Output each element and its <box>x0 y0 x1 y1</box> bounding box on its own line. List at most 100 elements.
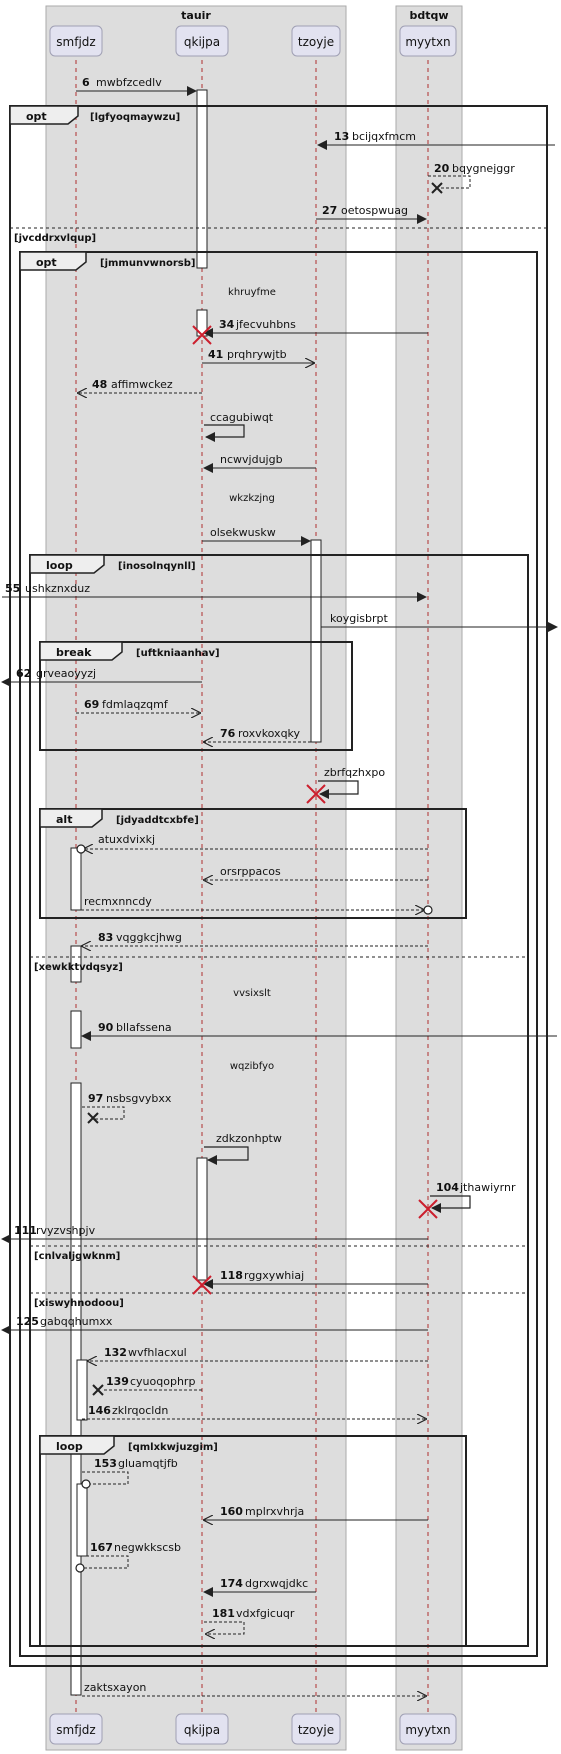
fragment-keyword: break <box>56 646 92 659</box>
delay-text: wkzkzjng <box>229 493 275 504</box>
else-jvcddrxvlqup: [jvcddrxvlqup] <box>10 227 547 244</box>
destroy-mark <box>192 325 212 345</box>
message-bllafssena: 90 bllafssena <box>81 1021 557 1041</box>
message-label: gabqqhumxx <box>40 1315 113 1328</box>
group-bdtqw: bdtqw <box>395 5 463 1751</box>
message-prqhrywjtb: 41 prqhrywjtb <box>202 348 314 363</box>
message-label: dgrxwqjdkc <box>245 1577 308 1590</box>
message-label: koygisbrpt <box>330 612 388 625</box>
message-number: 69 <box>84 698 99 711</box>
destroy-mark <box>431 182 443 194</box>
fragment-guard: [uftkniaanhav] <box>136 648 220 659</box>
message-jfecvuhbns: 34 jfecvuhbns <box>192 318 428 345</box>
fragment-break-uftkniaanhav: break [uftkniaanhav] <box>39 641 353 751</box>
message-label: ccagubiwqt <box>210 411 274 424</box>
message-label: gluamqtjfb <box>118 1457 178 1470</box>
message-label: mplrxvhrja <box>245 1505 304 1518</box>
message-koygisbrpt: koygisbrpt <box>321 612 558 632</box>
activation-bar <box>196 89 208 269</box>
message-jthawiyrnr: 104 jthawiyrnr <box>418 1181 516 1219</box>
fragment-keyword: loop <box>56 1440 83 1453</box>
message-label: jthawiyrnr <box>459 1181 516 1194</box>
participant-tzoyje-footer[interactable]: tzoyje <box>291 1713 341 1745</box>
message-nsbsgvybxx: 97 nsbsgvybxx <box>82 1092 172 1124</box>
message-label: prqhrywjtb <box>227 348 287 361</box>
lost-found-circle <box>423 905 433 915</box>
message-ncwvjdujgb: ncwvjdujgb <box>203 453 316 473</box>
participant-smfjdz[interactable]: smfjdz <box>49 25 103 57</box>
destroy-mark <box>92 1384 104 1396</box>
message-label: recmxnncdy <box>84 895 152 908</box>
message-number: 160 <box>220 1505 243 1518</box>
message-atuxdvixkj: atuxdvixkj <box>76 833 428 853</box>
message-label: affimwckez <box>111 378 173 391</box>
message-label: fdmlaqzqmf <box>102 698 169 711</box>
message-label: roxvkoxqky <box>238 727 301 740</box>
destroy-mark <box>418 1199 438 1219</box>
message-roxvkoxqky: 76 roxvkoxqky <box>204 727 311 742</box>
message-number: 111 <box>14 1224 37 1237</box>
message-label: bqygnejggr <box>452 162 515 175</box>
delay-vvsixslt: vvsixslt <box>233 988 271 999</box>
message-oetospwuag: 27 oetospwuag <box>316 204 427 224</box>
message-number: 20 <box>434 162 450 175</box>
message-number: 13 <box>334 130 349 143</box>
message-number: 181 <box>212 1607 235 1620</box>
message-label: vqggkcjhwg <box>116 931 182 944</box>
message-number: 76 <box>220 727 236 740</box>
destroy-mark <box>87 1112 99 1124</box>
group-tauir: tauir <box>45 5 347 1751</box>
lost-found-circle <box>81 1479 91 1489</box>
message-number: 125 <box>16 1315 39 1328</box>
else-xewkktvdqsyz: [xewkktvdqsyz] <box>30 956 528 973</box>
message-bcijqxfmcm: 13 bcijqxfmcm <box>317 130 555 150</box>
message-label: rvyzvshpjv <box>36 1224 96 1237</box>
participant-myytxn-footer[interactable]: myytxn <box>399 1713 457 1745</box>
message-olsekwuskw: olsekwuskw <box>202 526 311 546</box>
activation-bar <box>70 945 82 983</box>
participant-myytxn[interactable]: myytxn <box>399 25 457 57</box>
participant-qkijpa[interactable]: qkijpa <box>175 25 229 57</box>
message-number: 118 <box>220 1269 243 1282</box>
fragment-guard: [jmmunvwnorsb] <box>100 258 195 269</box>
participant-tzoyje[interactable]: tzoyje <box>291 25 341 57</box>
message-rggxywhiaj: 118 rggxywhiaj <box>192 1269 428 1295</box>
fragment-keyword: loop <box>46 559 73 572</box>
message-label: zbrfqzhxpo <box>324 766 385 779</box>
message-number: 146 <box>88 1404 111 1417</box>
message-label: olsekwuskw <box>210 526 276 539</box>
participant-label: qkijpa <box>184 1723 220 1737</box>
participant-label: smfjdz <box>56 1723 95 1737</box>
message-number: 167 <box>90 1541 113 1554</box>
fragment-loop-qmlxkwjuzgim: loop [qmlxkwjuzgim] <box>39 1435 467 1647</box>
message-label: vdxfgicuqr <box>236 1607 295 1620</box>
fragment-guard: [jdyaddtcxbfe] <box>116 815 199 826</box>
message-number: 83 <box>98 931 113 944</box>
fragment-guard: [qmlxkwjuzgim] <box>128 1442 218 1453</box>
fragment-keyword: alt <box>56 813 72 826</box>
participant-smfjdz-footer[interactable]: smfjdz <box>49 1713 103 1745</box>
activation-bar <box>76 1359 88 1421</box>
activation-bar <box>196 1157 208 1281</box>
group-title: bdtqw <box>409 9 448 22</box>
message-mwbfzcedlv: 6 mwbfzcedlv <box>76 76 197 96</box>
message-number: 6 <box>82 76 90 89</box>
message-label: zklrqocldn <box>112 1404 168 1417</box>
message-label: rggxywhiaj <box>244 1269 304 1282</box>
message-ushkznxduz: 55 ushkznxduz <box>2 582 427 602</box>
message-number: 90 <box>98 1021 114 1034</box>
participant-qkijpa-footer[interactable]: qkijpa <box>175 1713 229 1745</box>
message-label: zaktsxayon <box>84 1681 146 1694</box>
participant-label: tzoyje <box>298 35 334 49</box>
message-zdkzonhptw: zdkzonhptw <box>204 1132 282 1165</box>
message-zklrqocldn: 146 zklrqocldn <box>82 1404 426 1419</box>
participant-label: smfjdz <box>56 35 95 49</box>
message-label: negwkkscsb <box>114 1541 181 1554</box>
message-vdxfgicuqr: 181 vdxfgicuqr <box>204 1607 295 1634</box>
message-rvyzvshpjv: 111 rvyzvshpjv <box>1 1224 428 1244</box>
message-label: ncwvjdujgb <box>220 453 283 466</box>
message-number: 97 <box>88 1092 103 1105</box>
message-label: wvfhlacxul <box>128 1346 187 1359</box>
delay-text: wqzibfyo <box>230 1061 274 1072</box>
message-label: mwbfzcedlv <box>96 76 162 89</box>
